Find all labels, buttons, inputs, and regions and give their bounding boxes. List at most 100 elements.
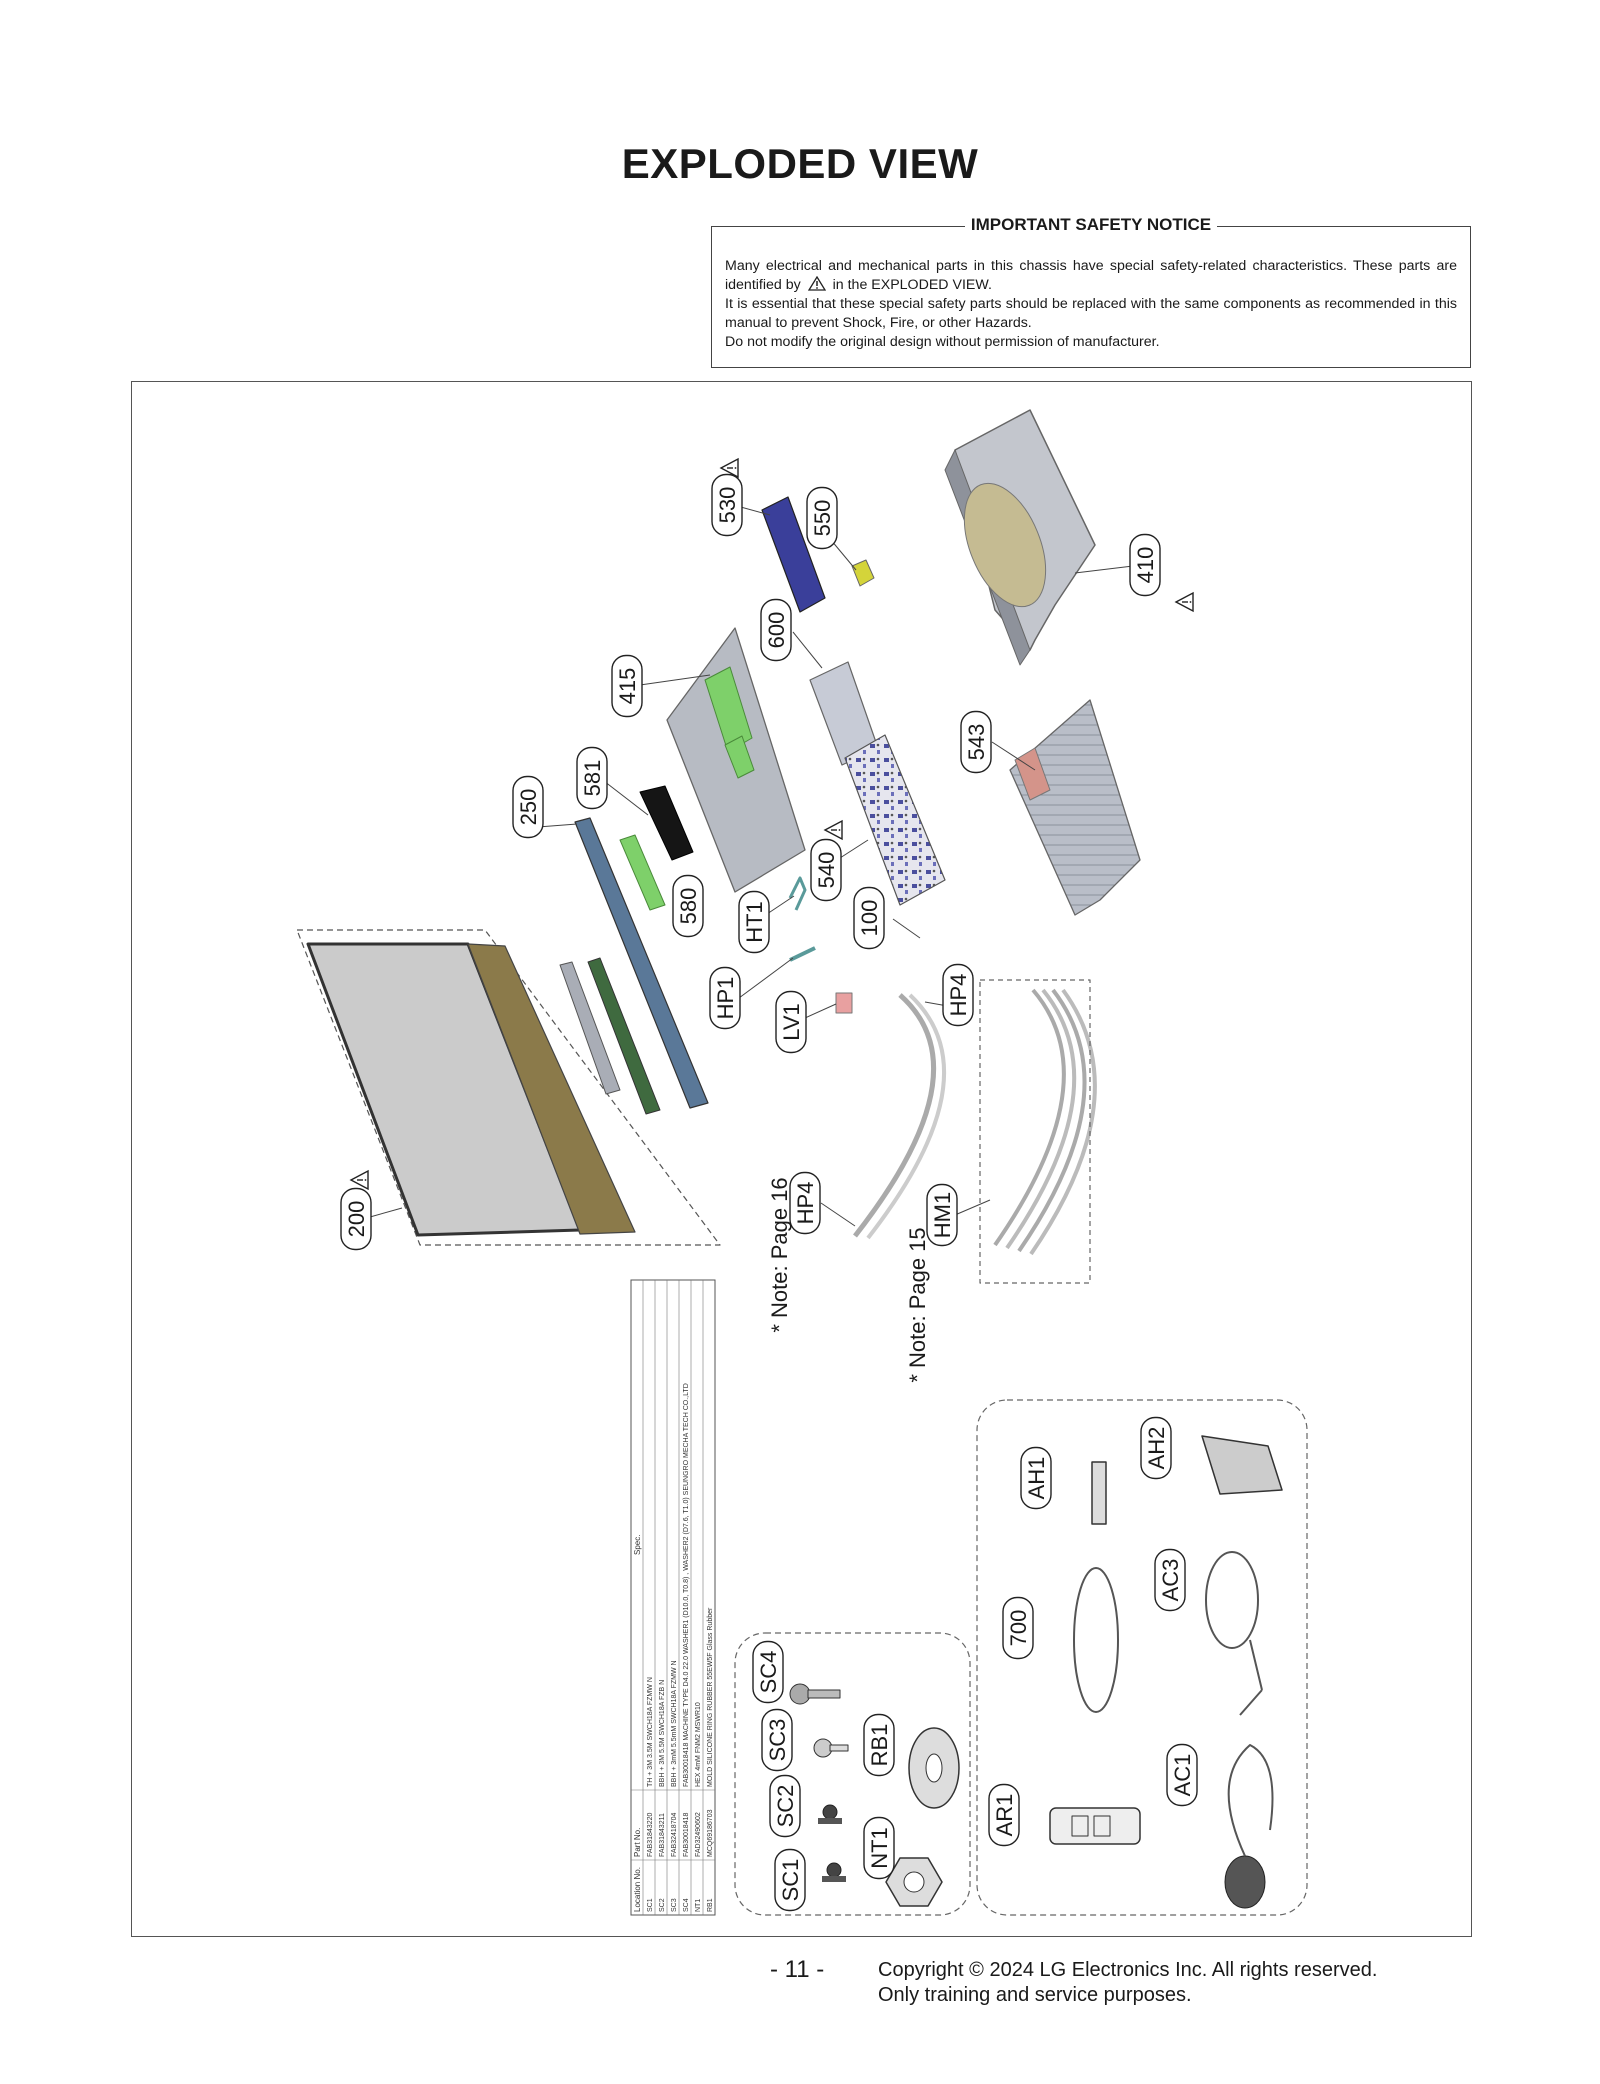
callout-label-lv1: LV1 [775,990,807,1054]
callout-label-410: 410 [1129,533,1161,597]
accessory-screw-box [734,1632,971,1916]
part-ir-receiver [1224,1855,1266,1909]
notice-body: Many electrical and mechanical parts in … [725,257,1457,352]
part-cable-hp4-2 [866,993,947,1240]
part-remote-btn [1071,1815,1089,1837]
table-cell: SC2 [659,1898,666,1912]
callout-text: HP1 [713,977,738,1020]
table-cell: NT1 [695,1899,702,1912]
part-display-backlight [467,943,636,1235]
callout-label-540: 540 [810,838,842,902]
part-screw-sc4 [789,1683,841,1705]
callout-text: HP4 [946,974,971,1017]
callout-text: 580 [676,888,701,925]
table-cell: SC3 [671,1898,678,1912]
table-cell: BBH + 3M 5.5M SWCH18A FZB N [659,1680,666,1787]
callout-text: 100 [857,900,882,937]
callout-label-415: 415 [611,654,643,718]
part-remote-battery [1091,1461,1107,1525]
callout-text: AC1 [1170,1754,1195,1797]
callout-label-550: 550 [806,486,838,550]
callout-text: 250 [516,789,541,826]
callout-label-ac1: AC1 [1166,1743,1198,1807]
training-note: Only training and service purposes. [878,1984,1192,2006]
warning-triangle-icon [349,1169,369,1191]
page-number: - 11 - [770,1956,825,1983]
callout-text: 540 [814,852,839,889]
callout-label-hm1: HM1 [926,1183,958,1247]
callout-text: 600 [764,612,789,649]
part-stand-bracket [1009,699,1141,916]
part-main-board [844,734,946,906]
page-title: EXPLODED VIEW [621,140,979,187]
safety-notice: IMPORTANT SAFETY NOTICE Many electrical … [711,215,1471,368]
callout-text: 550 [810,500,835,537]
callout-text: AH2 [1144,1427,1169,1470]
notice-line1: Many electrical and mechanical parts in … [725,258,1457,293]
part-cable-coil-ac3 [1205,1551,1259,1649]
callout-text: SC3 [765,1719,790,1762]
callout-label-rb1: RB1 [863,1713,895,1777]
safety-markers [349,457,1194,1191]
part-green-board [619,834,666,911]
warning-triangle-icon [719,457,739,479]
part-stand-base [1201,1435,1283,1495]
table-cell: FAD32490602 [695,1812,702,1857]
part-screw-sc3 [813,1738,849,1758]
table-cell: Spec. [633,1535,642,1555]
callout-label-600: 600 [760,598,792,662]
accessory-box [976,1399,1308,1916]
callout-label-100: 100 [853,886,885,950]
screw-table-frame [630,1279,716,1916]
callout-text: SC1 [778,1859,803,1902]
part-ht1 [788,876,807,911]
notice-line3: Do not modify the original design withou… [725,334,1160,350]
table-cell: FAB30018418 [683,1813,690,1857]
part-cable-coil [1073,1567,1119,1713]
callout-text: 410 [1133,547,1158,584]
part-screw-sc1 [822,1862,846,1882]
callout-label-ah1: AH1 [1020,1446,1052,1510]
callout-text: AR1 [992,1794,1017,1837]
callout-text: AH1 [1024,1457,1049,1500]
callout-text: 543 [964,724,989,761]
part-stand-bracket-tab [1014,747,1051,801]
page-notes: * Note: Page 16* Note: Page 15 [767,1177,930,1382]
notice-line2: It is essential that these special safet… [725,296,1457,331]
callout-label-580: 580 [672,874,704,938]
callout-label-ar1: AR1 [988,1783,1020,1847]
table-cell: Part No. [633,1828,642,1857]
warning-triangle-icon [807,275,826,291]
part-back-cover-panel [963,482,1047,608]
table-cell: FAB30018418 MACHINE TYPE D4.0 22.0 WASHE… [683,1383,690,1787]
part-nut-nt1 [885,1857,943,1907]
table-cell: FAB32418704 [671,1813,678,1857]
part-cable-dashed-box [979,979,1091,1284]
callout-label-sc1: SC1 [774,1848,806,1912]
callout-label-hp4: HP4 [789,1171,821,1235]
parts-group [296,409,1308,1916]
callout-label-530: 530 [711,473,743,537]
callout-label-ht1: HT1 [738,890,770,954]
copyright-text: Copyright © 2024 LG Electronics Inc. All… [878,1959,1378,1981]
callout-text: RB1 [867,1724,892,1767]
callout-label-200: 200 [340,1187,372,1251]
table-cell: HEX 4mM FNM2 MSWR10 [695,1702,702,1787]
callout-text: HP4 [793,1182,818,1225]
callout-label-700: 700 [1002,1596,1034,1660]
part-cable-hm1 [993,988,1097,1256]
part-frame-bar [574,817,709,1109]
callout-text: LV1 [779,1003,804,1041]
notice-title: IMPORTANT SAFETY NOTICE [964,215,1218,234]
screw-spec-table: Location No.Part No.Spec.SC1FAB31843220T… [630,1279,716,1916]
table-cell: Location No. [633,1867,642,1912]
callout-label-sc4: SC4 [752,1640,784,1704]
callout-text: 581 [580,760,605,797]
callout-text: HM1 [930,1192,955,1238]
part-black-module [639,785,694,861]
warning-triangle-icon [823,819,843,841]
part-ir-cable [1227,1744,1274,1857]
part-rubber-rb1 [908,1727,960,1809]
